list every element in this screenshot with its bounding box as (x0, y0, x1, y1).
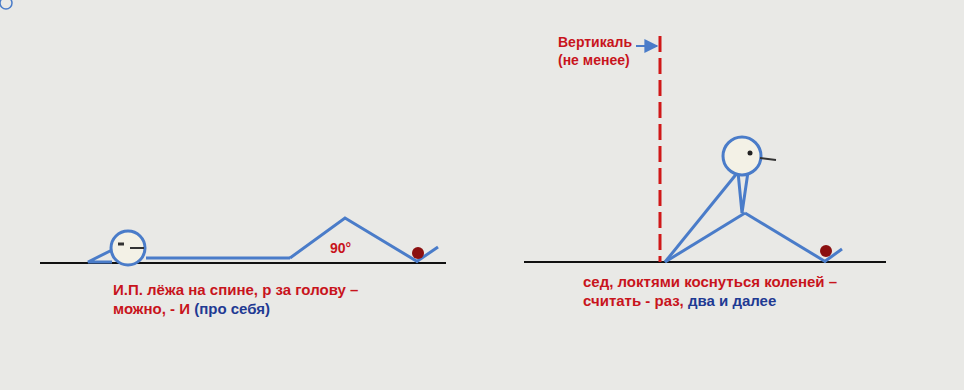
foot-dot (412, 247, 424, 259)
pointer-arrow (636, 45, 657, 47)
corner-circle (0, 0, 12, 9)
text-group: сед, локтями коснуться коленей – считать… (583, 273, 853, 311)
seated-figure (665, 137, 842, 262)
text-group: 90° (330, 240, 370, 258)
angle-label: 90° (330, 240, 351, 256)
foot-dot (820, 245, 832, 257)
note-aside: (про себя) (194, 300, 270, 317)
vertical-dashed-line (659, 36, 662, 262)
text-group: И.П. лёжа на спине, р за голову – можно,… (113, 281, 363, 319)
lying-figure (88, 218, 438, 265)
text-group: Вертикаль (не менее) (558, 34, 640, 69)
ground-line (524, 261, 886, 263)
vertical-label: Вертикаль (не менее) (558, 34, 632, 68)
count-note: два и далее (688, 292, 776, 309)
